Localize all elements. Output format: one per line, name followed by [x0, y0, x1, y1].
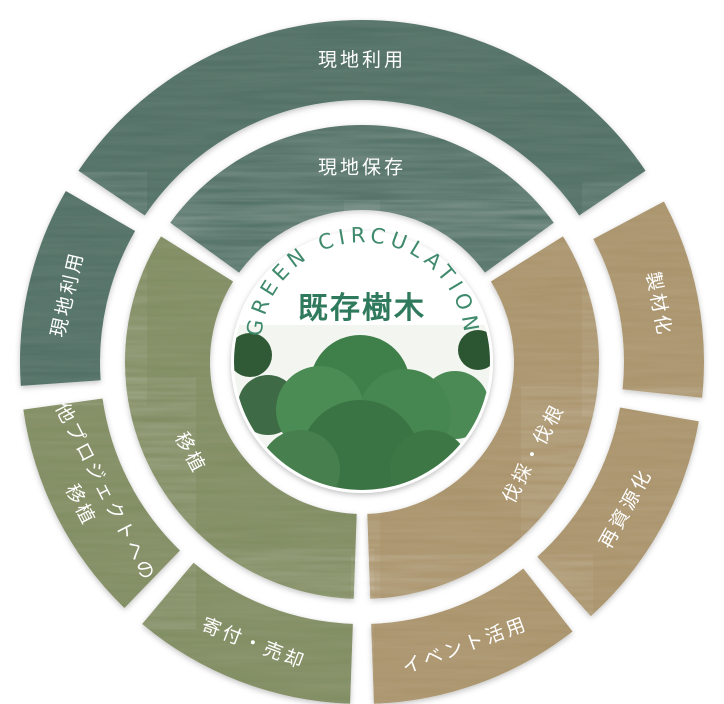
- outer-segment-onsite-left: [20, 191, 136, 386]
- middle-segment-transplant: [124, 236, 357, 599]
- outer-segment-onsite-top: [78, 19, 646, 216]
- middle-segment-preserve: [170, 125, 554, 273]
- middle-segment-felling: [367, 236, 600, 599]
- outer-label-onsite-top: 現地利用: [318, 49, 406, 71]
- outer-segment-recycle: [537, 407, 699, 617]
- middle-label-preserve: 現地保存: [318, 157, 406, 179]
- outer-segment-donate: [142, 562, 353, 704]
- outer-segment-other-project: [23, 398, 180, 609]
- outer-segment-event: [371, 568, 573, 704]
- center-title: 既存樹木: [298, 291, 426, 326]
- center-circle: GREEN CIRCULATION 既存樹木: [231, 223, 493, 493]
- outer-segment-lumber: [593, 201, 704, 398]
